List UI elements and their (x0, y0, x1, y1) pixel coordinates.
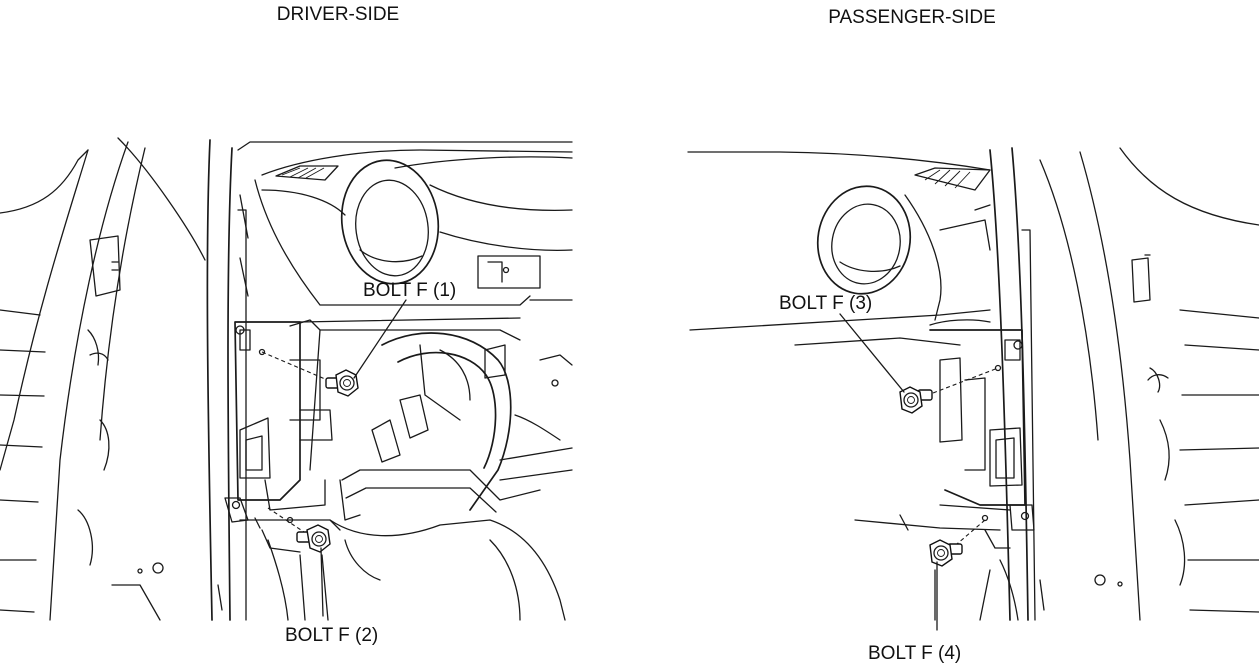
bolt-f-1-label: BOLT F (1) (363, 280, 456, 301)
driver-side-title: DRIVER-SIDE (277, 4, 399, 25)
bolt-f-3-label: BOLT F (3) (779, 293, 872, 314)
passenger-side-view: PASSENGER-SIDE (687, 7, 1259, 664)
bolt-f-2-leader (320, 547, 324, 617)
bolt-f-4 (929, 539, 963, 567)
passenger-side-illustration (687, 147, 1259, 621)
driver-side-view: DRIVER-SIDE (0, 4, 573, 646)
passenger-side-title: PASSENGER-SIDE (828, 7, 996, 28)
bolt-f-2 (296, 524, 331, 553)
bolt-f-4-label: BOLT F (4) (868, 643, 961, 664)
bolt-f-2-label: BOLT F (2) (285, 625, 378, 646)
bolt-f-3 (899, 386, 933, 414)
driver-side-illustration (0, 137, 573, 621)
bolt-f-1 (325, 369, 359, 397)
bolt-f-1-leader (353, 299, 407, 379)
bolt-f-3-leader (839, 313, 905, 393)
